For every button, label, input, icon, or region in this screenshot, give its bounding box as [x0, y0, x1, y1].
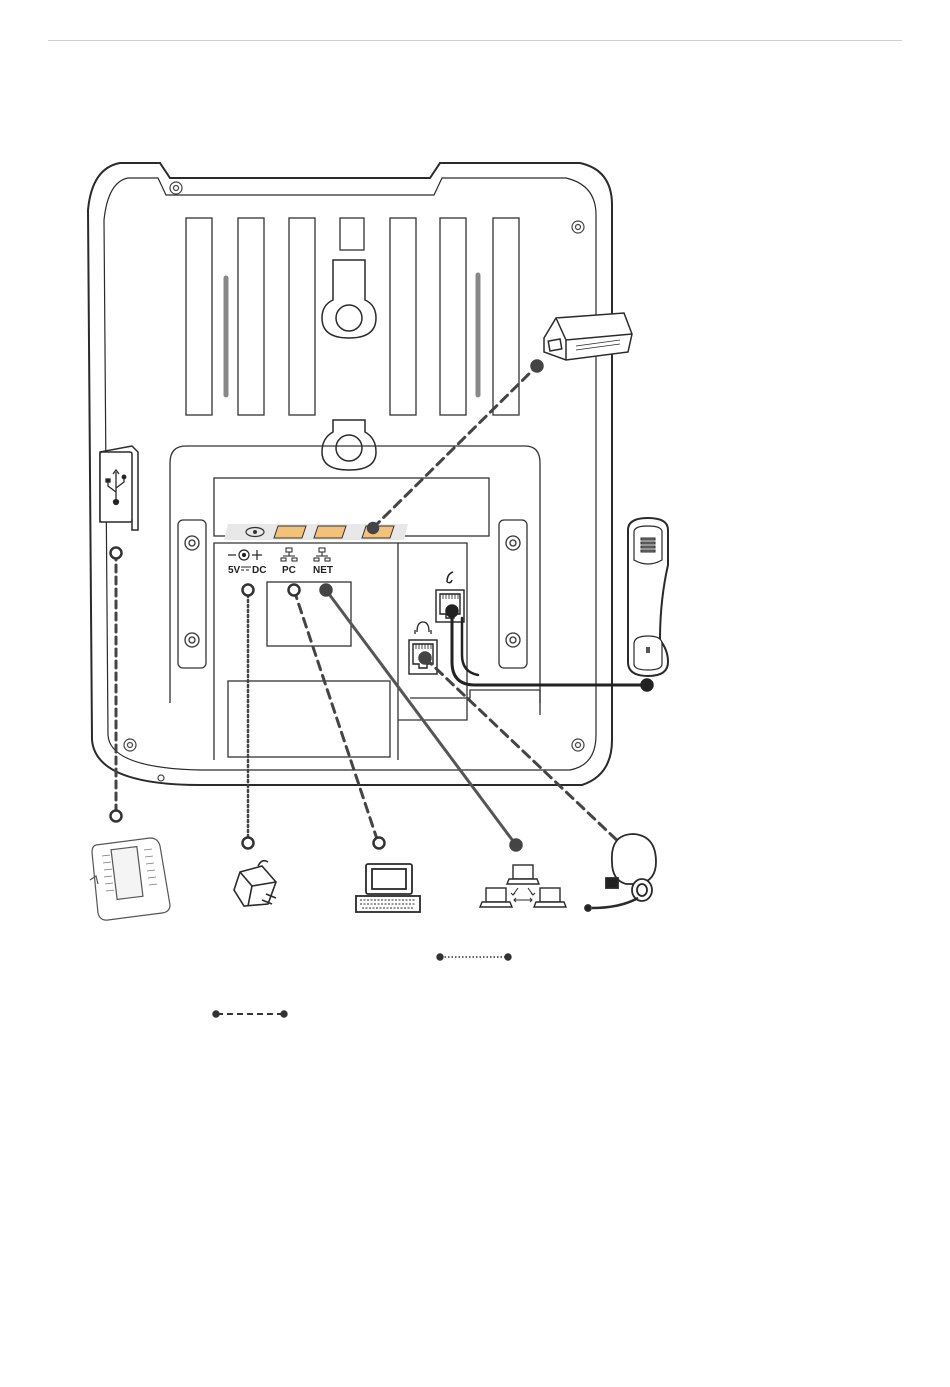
power-adapter-icon — [234, 861, 276, 906]
ehs-adapter-icon — [544, 313, 632, 360]
wall-mount-keyholes — [322, 260, 376, 470]
power-dc-label: DC — [252, 565, 266, 576]
usb-side-port — [100, 446, 138, 530]
lower-recess — [170, 446, 540, 703]
expansion-module-icon — [90, 838, 170, 920]
pc-network-symbol — [281, 548, 297, 561]
headset-jack — [409, 622, 437, 674]
network-cable — [326, 590, 516, 845]
headset-icon — [585, 834, 656, 911]
port-labels: 5V DC PC NET — [228, 548, 333, 576]
computer-icon — [356, 864, 420, 912]
handset-port-icon — [447, 572, 453, 583]
headset-port-icon — [415, 622, 431, 634]
net-network-symbol — [314, 548, 330, 561]
handset-icon — [628, 518, 668, 676]
network-icon — [480, 865, 566, 907]
handset-cord — [452, 612, 646, 685]
pc-cable — [294, 590, 378, 842]
ehs-adapter-cable — [373, 366, 537, 528]
legend-dashed-line — [213, 1011, 287, 1017]
connection-points — [111, 361, 653, 852]
pc-port-label: PC — [282, 565, 296, 576]
phone-back-body — [88, 163, 612, 785]
screw-holes — [124, 182, 584, 781]
legend-dotted-line — [437, 954, 511, 960]
power-port-symbol — [228, 550, 262, 560]
port-strip — [224, 524, 408, 540]
dc-symbol — [241, 567, 251, 570]
net-port-label: NET — [313, 565, 333, 576]
power-port-label: 5V — [228, 565, 241, 576]
vent-slots — [186, 218, 519, 415]
connection-lines — [116, 366, 646, 845]
